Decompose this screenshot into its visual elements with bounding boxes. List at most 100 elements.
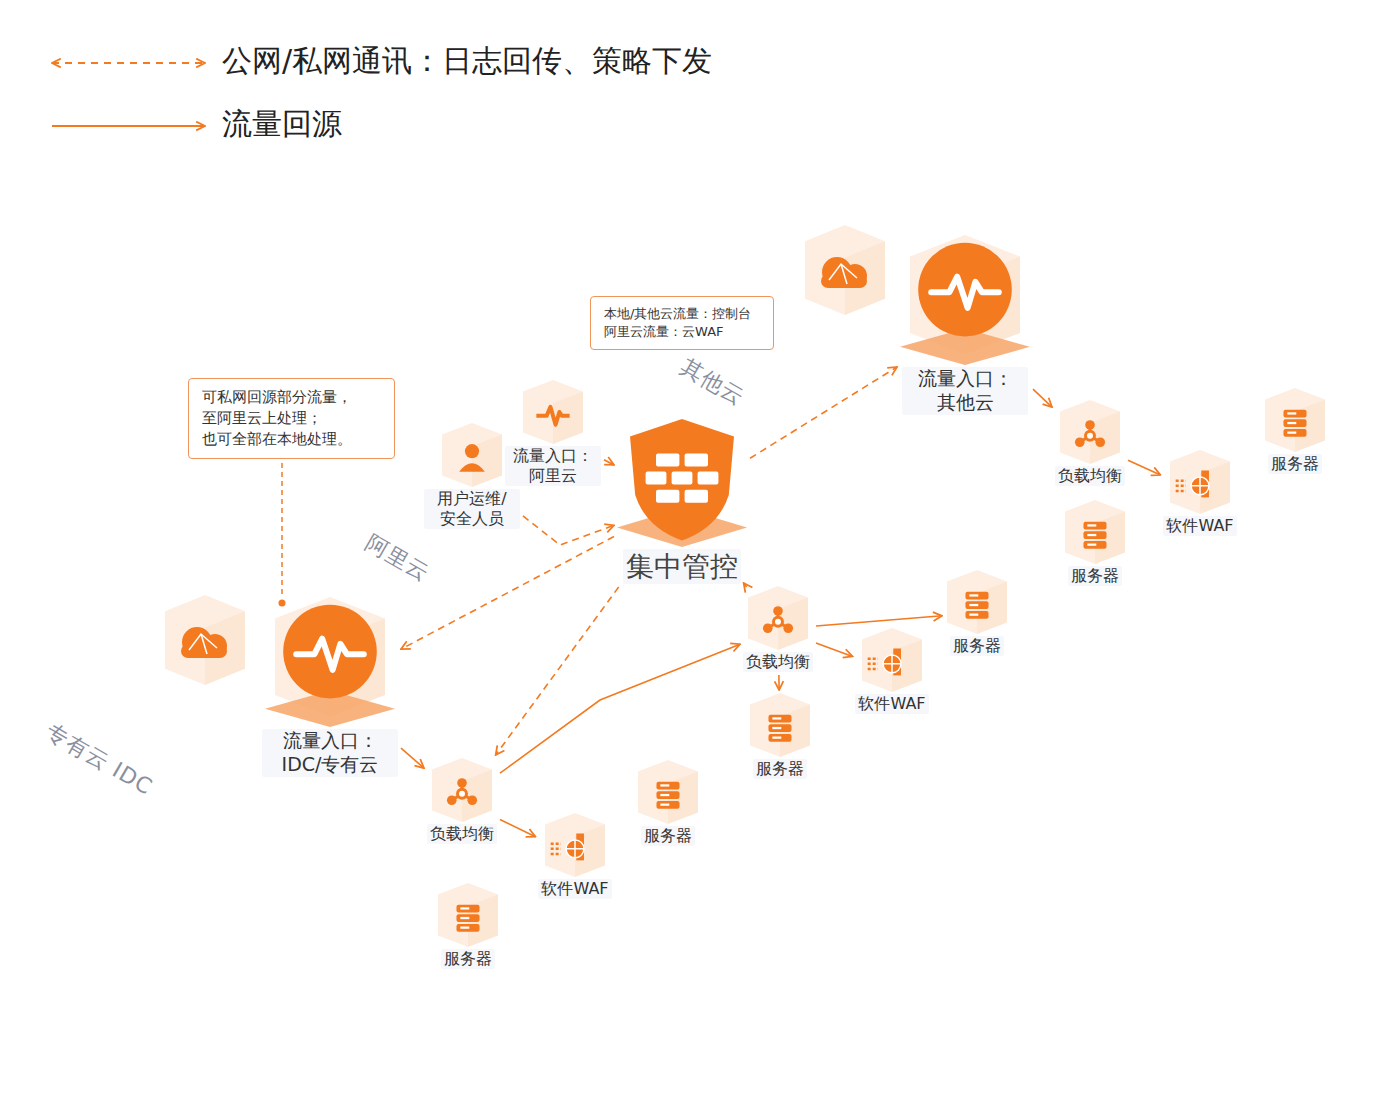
node-text: 流量入口： 阿里云 — [505, 446, 601, 486]
callout-box: 本地/其他云流量：控制台阿里云流量：云WAF — [590, 296, 774, 350]
waf-grid — [566, 840, 584, 858]
server-slot — [460, 907, 469, 909]
node-text: 服务器 — [1268, 454, 1322, 474]
waf-globe — [883, 655, 901, 673]
component-node: 服务器 — [1263, 388, 1327, 474]
waf-globe — [566, 840, 584, 858]
legend-text: 公网/私网通讯：日志回传、策略下发 — [222, 41, 712, 82]
node-text: 其他云 — [675, 352, 750, 412]
server-unit — [965, 601, 988, 609]
leader-dot — [279, 600, 286, 607]
traffic-arrow — [816, 616, 942, 626]
cloud-mesh — [829, 264, 857, 284]
waf-dash — [551, 842, 561, 845]
server-unit — [456, 905, 479, 913]
communication-arrow — [496, 587, 619, 755]
component-node: 软件WAF — [855, 628, 928, 714]
component-node: 集中管控 — [617, 417, 747, 584]
cube-left — [442, 435, 472, 487]
legend-entry: 公网/私网通讯：日志回传、策略下发 — [222, 41, 712, 82]
node-text: 负载均衡 — [743, 652, 813, 672]
server-unit — [1283, 429, 1306, 437]
component-icon — [1058, 400, 1122, 464]
component-icon — [617, 417, 747, 547]
pulse-line — [296, 639, 364, 670]
communication-arrow — [523, 516, 614, 545]
server-slot — [460, 927, 469, 929]
component-node: 流量入口： 阿里云 — [505, 380, 601, 486]
node-text: 可私网回源部分流量， 至阿里云上处理； 也可全部在本地处理。 — [199, 387, 384, 450]
node-text: 阿里云流量：云WAF — [601, 323, 763, 341]
waf-dash — [1176, 485, 1186, 488]
traffic-arrow — [500, 644, 740, 773]
entry-disc — [918, 243, 1012, 337]
cloud-icon — [165, 595, 245, 685]
cloud-mesh — [189, 634, 217, 654]
component-icon — [900, 235, 1030, 365]
leader-line — [281, 463, 283, 597]
node-text: 服务器 — [753, 759, 807, 779]
lb-node — [457, 778, 467, 788]
node-text: 软件WAF — [538, 879, 611, 899]
component-icon — [1168, 450, 1232, 514]
component-node: 服务器 — [748, 693, 812, 779]
component-icon — [265, 597, 395, 727]
waf-grid — [1191, 477, 1209, 495]
server-unit — [1083, 541, 1106, 549]
waf-globe — [1191, 477, 1209, 495]
server-slot — [1087, 544, 1096, 546]
waf-dash — [1176, 490, 1186, 493]
lb-hub — [458, 789, 467, 798]
component-icon — [860, 628, 924, 692]
traffic-arrow — [500, 819, 535, 836]
entry-disc — [283, 605, 377, 699]
node-text: 负载均衡 — [1055, 466, 1125, 486]
platform: 专有云 IDC流量入口： IDC/专有云负载均衡软件WAF服务器服务器 — [20, 620, 755, 1012]
server-unit — [965, 592, 988, 600]
component-icon — [440, 423, 504, 487]
traffic-arrow — [744, 583, 747, 587]
traffic-arrow — [1033, 389, 1052, 407]
lb-node — [1075, 437, 1085, 447]
legend-sample — [52, 125, 205, 127]
component-node: 流量入口： 其他云 — [900, 235, 1030, 415]
server-unit — [965, 611, 988, 619]
server-slot — [969, 614, 978, 616]
platform-top — [22, 625, 750, 1000]
brick — [698, 472, 719, 485]
brick — [656, 453, 679, 466]
cloud-icon — [805, 225, 885, 315]
server-unit — [656, 782, 679, 790]
server-slot — [1287, 412, 1296, 414]
node-text: 软件WAF — [1163, 516, 1236, 536]
waf-dash — [551, 848, 561, 851]
lb-hub — [1086, 431, 1095, 440]
platform: 阿里云用户运维/ 安全人员流量入口： 阿里云集中管控负载均衡软件WAF服务器服务… — [335, 390, 1070, 825]
legend-text: 流量回源 — [222, 104, 342, 145]
lb-node — [1095, 437, 1105, 447]
legend-entry: 流量回源 — [222, 104, 342, 145]
waf-dash — [868, 657, 878, 660]
waf-grid — [883, 655, 901, 673]
brick — [646, 472, 667, 485]
component-icon — [521, 380, 585, 444]
server-unit — [656, 801, 679, 809]
node-text: 集中管控 — [623, 549, 741, 584]
server-slot — [660, 804, 669, 806]
legend-sample — [52, 62, 205, 64]
brick — [656, 490, 679, 503]
brick — [685, 490, 708, 503]
server-slot — [772, 727, 781, 729]
component-icon — [1063, 500, 1127, 564]
node-text: 专有云 IDC — [40, 717, 158, 802]
node-text: 服务器 — [641, 826, 695, 846]
platform-side — [340, 545, 1065, 827]
node-text: 本地/其他云流量：控制台 — [601, 305, 763, 323]
platform-shape — [20, 620, 755, 1028]
server-unit — [1283, 419, 1306, 427]
component-icon — [430, 758, 494, 822]
traffic-arrow — [401, 748, 424, 768]
shield — [630, 419, 734, 541]
server-unit — [1083, 522, 1106, 530]
node-text: 用户运维/ 安全人员 — [424, 489, 520, 529]
